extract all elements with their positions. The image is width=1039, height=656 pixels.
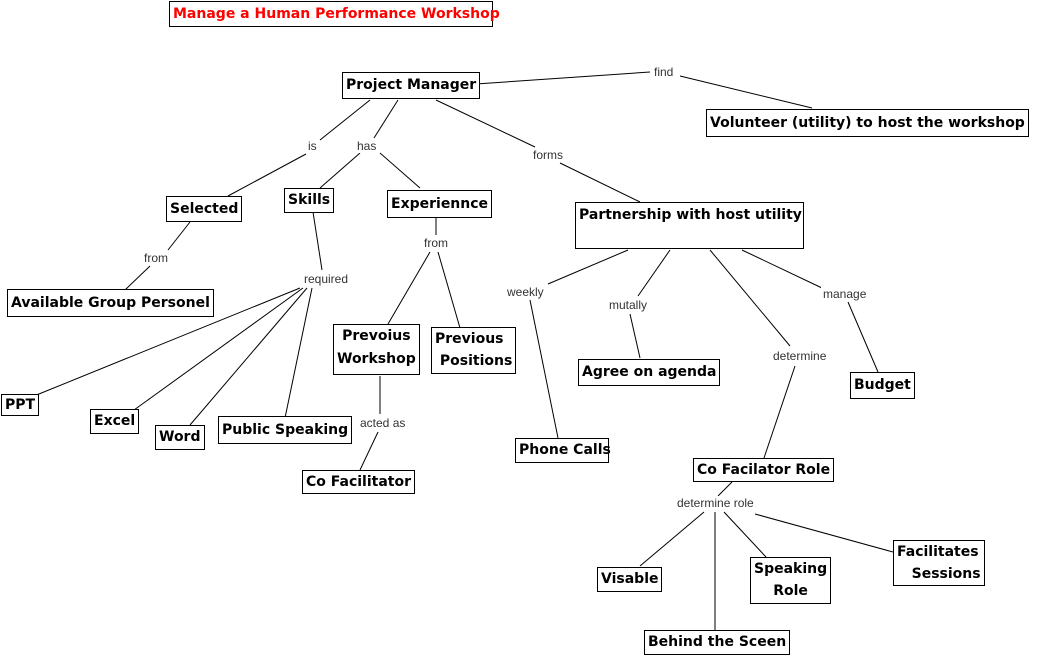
node-co-facilitator[interactable]: Co Facilitator [302,470,416,494]
connector [133,287,304,411]
connector [124,265,151,291]
node-agree-agenda[interactable]: Agree on agenda [578,359,721,386]
node-ppt[interactable]: PPT [1,394,40,416]
connector [741,249,823,289]
connector [319,99,371,141]
node-visable[interactable]: Visable [597,567,663,592]
connector [847,301,879,373]
link-label-find: find [652,65,676,79]
node-previous-workshop[interactable]: Prevoius Workshop [333,324,420,375]
node-skills[interactable]: Skills [284,188,335,213]
link-label-from: from [142,251,170,265]
node-budget[interactable]: Budget [850,372,915,399]
connector [637,249,671,297]
node-available-group[interactable]: Available Group Personel [7,289,214,317]
link-label-mutally: mutally [607,298,650,312]
node-co-facilitator-role[interactable]: Co Facilator Role [693,458,835,482]
connector [475,71,651,85]
link-label-from: from [422,236,450,250]
node-phone-calls[interactable]: Phone Calls [515,438,611,463]
node-selected[interactable]: Selected [166,196,243,222]
node-project-manager[interactable]: Project Manager [342,72,481,99]
node-experience[interactable]: Experiennce [387,190,493,218]
connector [284,287,313,419]
link-label-weekly: weekly [505,285,546,299]
connector [227,153,307,197]
link-label-required: required [302,272,351,286]
link-label-determine-role: determine role [675,496,756,510]
link-label-is: is [306,139,319,153]
link-label-forms: forms [531,148,565,162]
link-label-acted-as: acted as [358,416,408,430]
connector [547,249,629,285]
connector [435,99,536,148]
connector [559,162,641,203]
connector [373,99,399,139]
connector [312,211,323,271]
connector [359,431,379,471]
link-label-has: has [355,139,379,153]
node-partnership[interactable]: Partnership with host utility [575,202,804,249]
node-public-speaking[interactable]: Public Speaking [218,416,353,444]
connector [639,511,705,567]
node-volunteer[interactable]: Volunteer (utility) to host the workshop [706,109,1029,137]
connector [379,152,421,189]
node-speaking-role[interactable]: Speaking Role [750,557,832,604]
node-facilitates-sessions[interactable]: Facilitates Sessions [893,540,985,586]
link-label-determine: determine [771,349,829,363]
connector [319,152,361,189]
connector [167,221,191,251]
link-label-manage: manage [821,287,869,301]
connector [437,251,461,329]
node-excel[interactable]: Excel [90,409,140,434]
connector [723,511,767,558]
connector [709,249,791,347]
node-word[interactable]: Word [155,425,205,450]
connector [679,75,813,109]
node-behind-the-sceen[interactable]: Behind the Sceen [644,630,791,655]
connector [629,313,641,359]
connector [189,287,308,426]
connector [717,481,733,497]
connector [33,287,301,397]
connector [763,365,796,459]
diagram-title: Manage a Human Performance Workshop [169,1,500,27]
connector [387,251,431,325]
connector [529,299,559,439]
connector [754,513,894,553]
node-previous-positions[interactable]: Previous Positions [431,327,517,374]
